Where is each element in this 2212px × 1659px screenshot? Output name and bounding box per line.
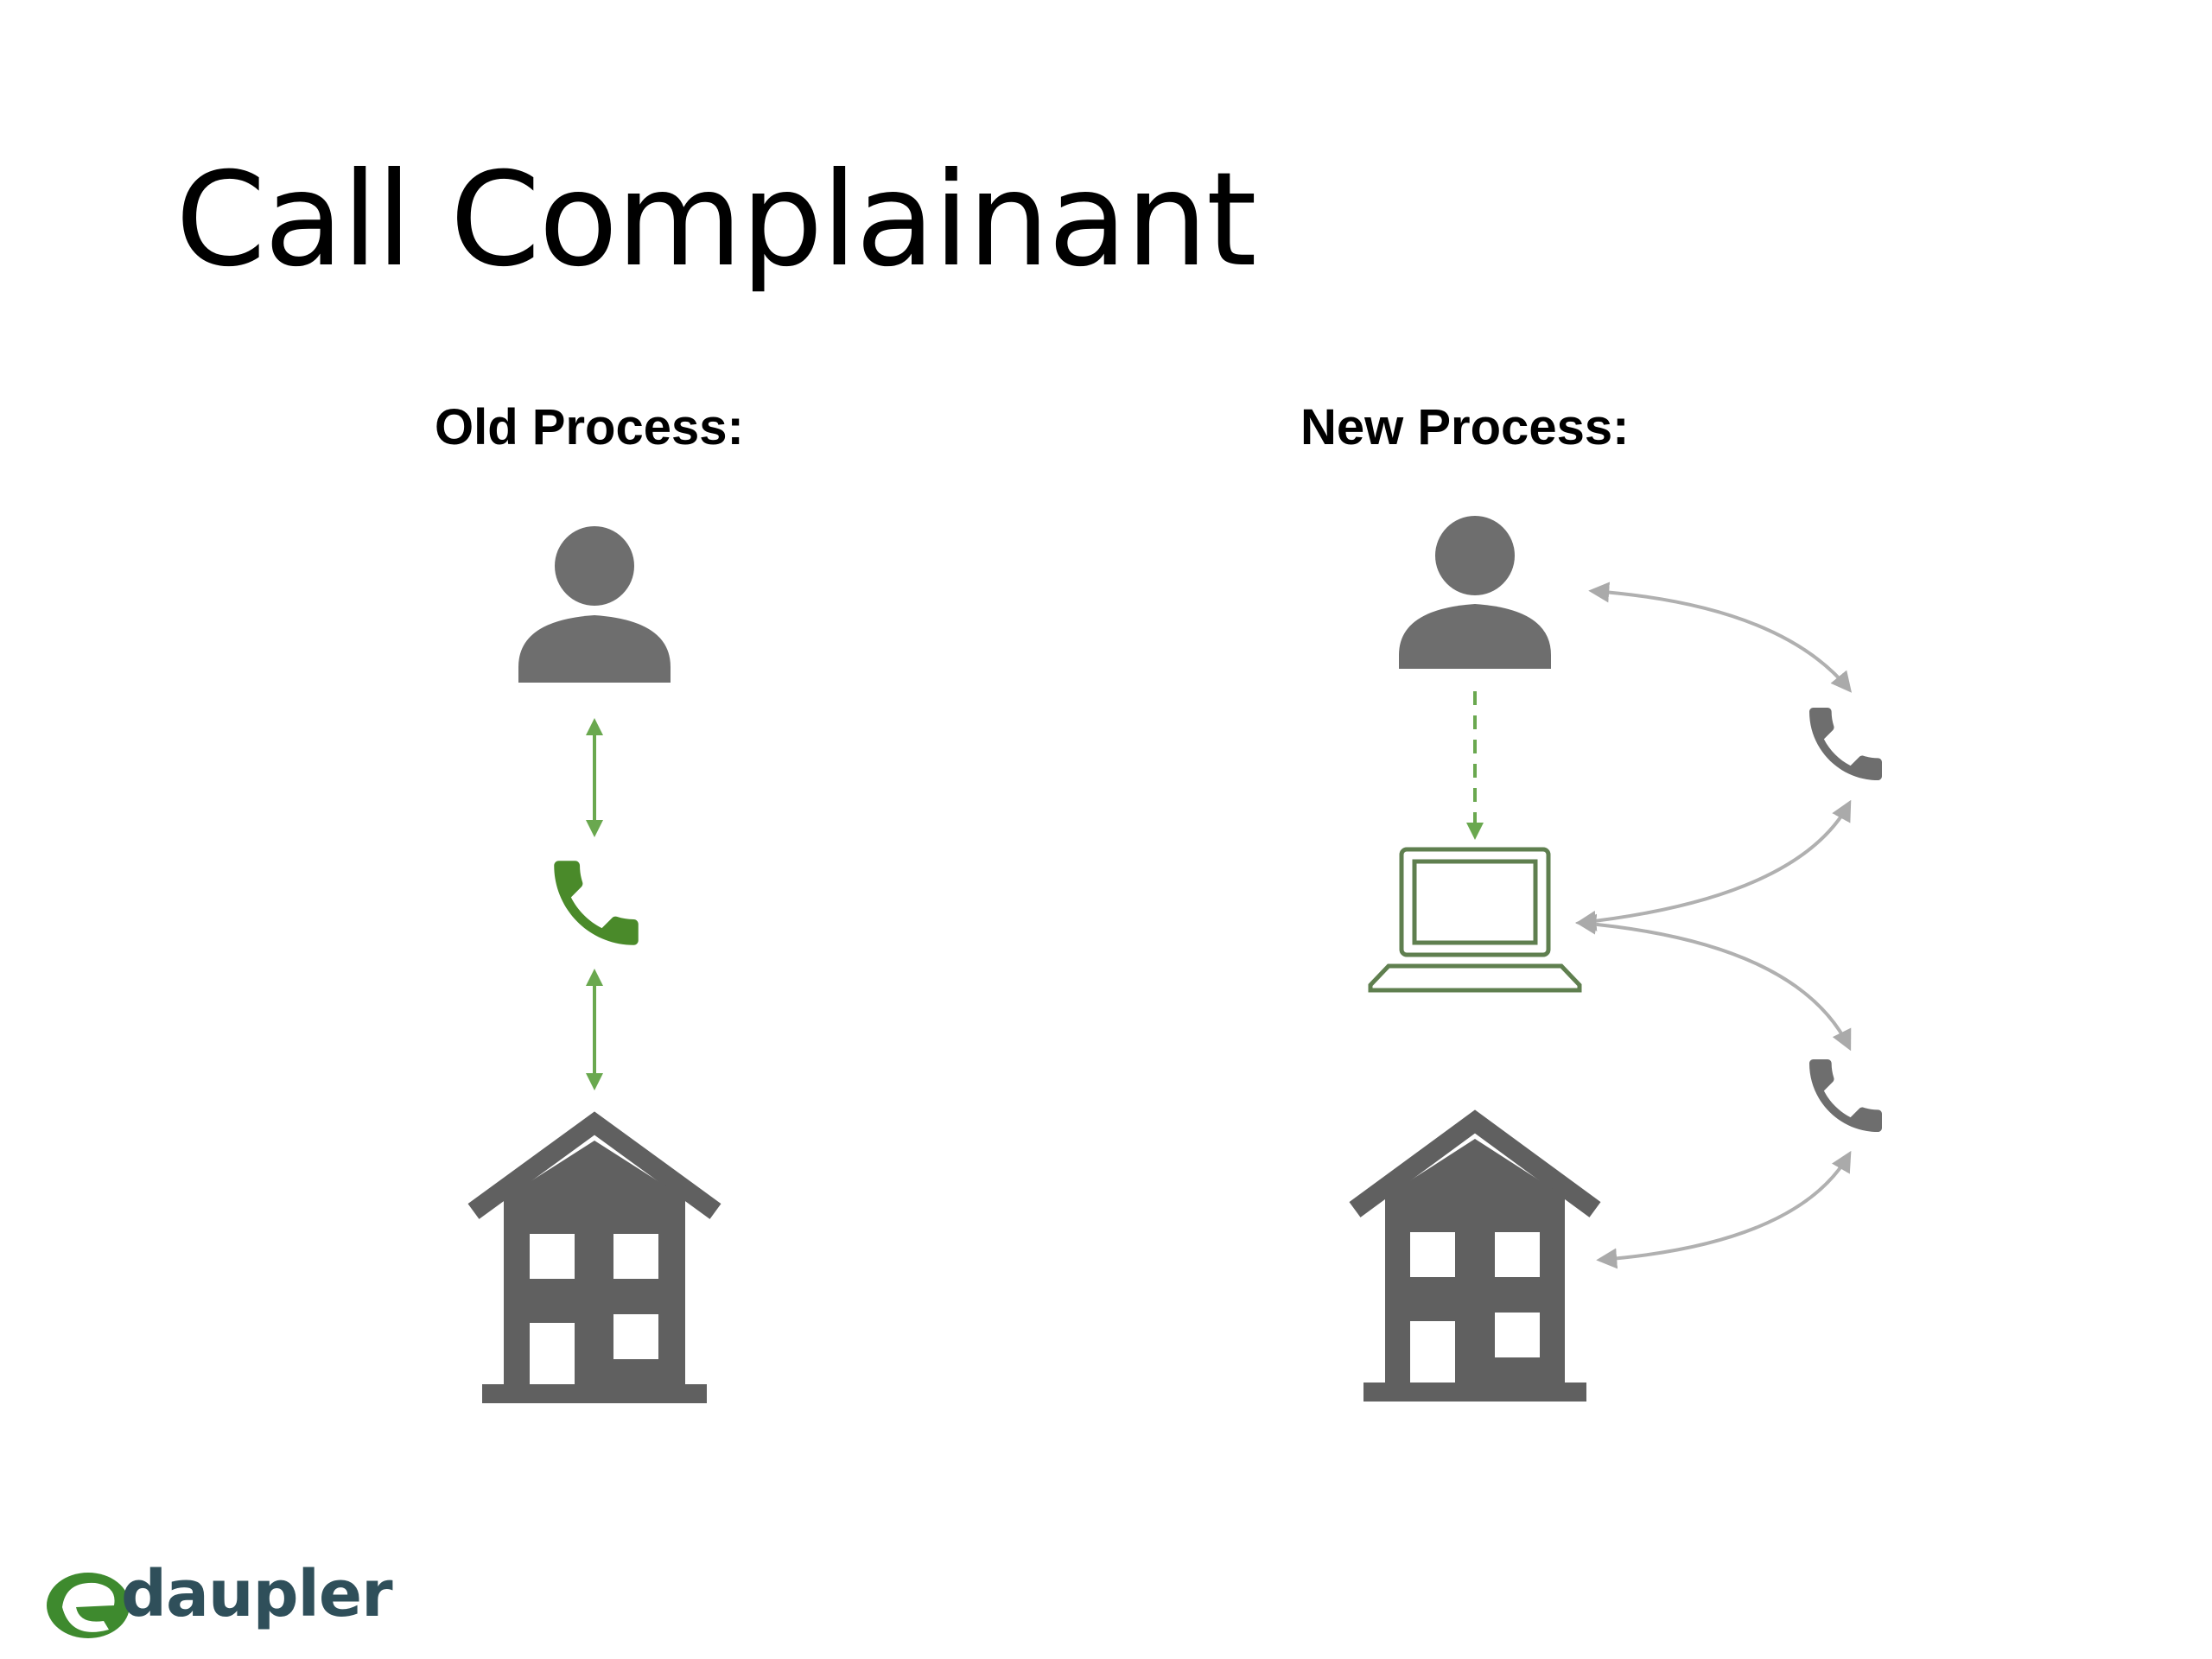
arrow-laptop-phone-bottom [1575, 913, 1852, 1052]
new-process-connectors [1575, 582, 1853, 1269]
daupler-logo-mark [47, 1573, 130, 1638]
daupler-logo-text: daupler [121, 1557, 393, 1631]
old-phone-icon [554, 861, 639, 945]
new-phone-icon-top [1809, 708, 1882, 780]
new-person-icon [1399, 516, 1551, 669]
old-process-label: Old Process: [435, 399, 744, 455]
new-laptop-icon [1368, 847, 1582, 993]
arrow-laptop-phone-top [1575, 799, 1852, 931]
new-building-icon [1349, 1109, 1601, 1402]
old-building-icon [467, 1111, 721, 1403]
slide-title: Call Complainant [175, 145, 1257, 296]
new-process-label: New Process: [1300, 399, 1630, 455]
arrow-person-phone-top [1588, 582, 1853, 693]
new-phone-icon-bottom [1809, 1059, 1882, 1132]
arrow-building-phone-bottom [1596, 1150, 1852, 1269]
old-person-icon [518, 526, 671, 683]
